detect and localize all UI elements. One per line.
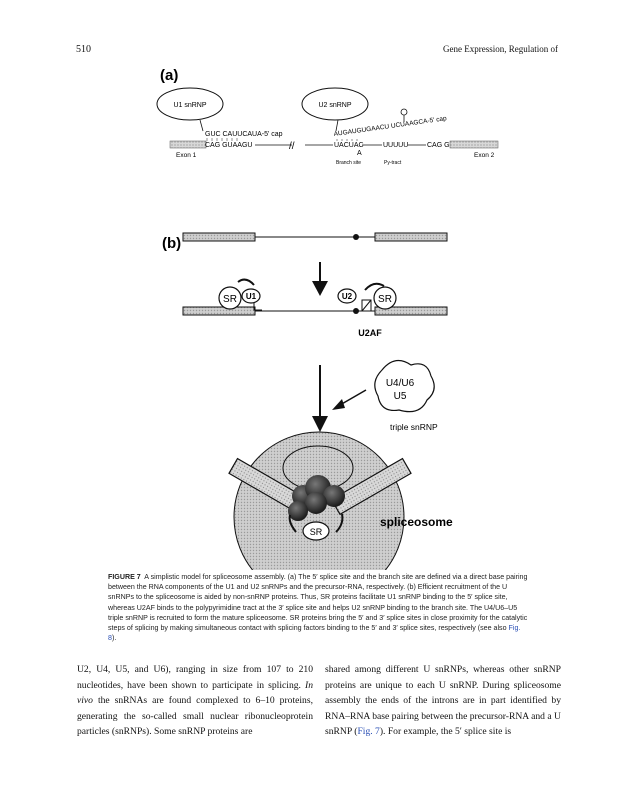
- u4u6-label: U4/U6: [386, 378, 415, 389]
- branch-site-label: Branch site: [336, 160, 361, 166]
- u5-label: U5: [394, 391, 407, 402]
- caption-end: ).: [111, 634, 117, 643]
- sr-right: SR: [378, 294, 392, 305]
- u1-label: U1: [246, 292, 257, 301]
- u1-sequence: GUC CAUUCAUA-5' cap: [205, 131, 283, 138]
- splice-3prime: CAG G: [427, 142, 450, 149]
- caption-fig-link[interactable]: Fig. 8: [108, 624, 521, 643]
- left-italic: In vivo: [77, 679, 313, 707]
- exon1-label: Exon 1: [176, 152, 197, 159]
- body-fig-link[interactable]: Fig. 7: [357, 726, 380, 738]
- page-number: 510: [76, 44, 91, 55]
- exon-right: [374, 232, 448, 242]
- py-tract-label: Py-tract: [384, 160, 402, 166]
- panel-a-label: (a): [160, 67, 178, 84]
- caption-text: A simplistic model for spliceosome assem…: [108, 573, 528, 633]
- exon2-label: Exon 2: [474, 152, 495, 159]
- left-text-2: the snRNAs are found complexed to 6–10 p…: [77, 695, 313, 738]
- figure-caption: FIGURE 7 A simplistic model for spliceos…: [108, 572, 528, 643]
- panel-b-label: (b): [162, 235, 181, 252]
- u2-snrnp-oval: [301, 87, 369, 121]
- triple-snrnp-label: triple snRNP: [390, 422, 438, 432]
- u2af-label: U2AF: [358, 328, 382, 338]
- body-right-column: shared among different U snRNPs, whereas…: [325, 662, 561, 740]
- u1-snrnp-oval: [156, 87, 224, 121]
- branch-sequence: UACUAC: [334, 142, 364, 149]
- u2-label: U2: [342, 292, 353, 301]
- svg-text://: //: [289, 141, 295, 152]
- spliceosome-label: spliceosome: [380, 515, 453, 529]
- figure-7: (a) U1 snRNP U2 snRNP GUC CAUUCAUA-5' ca…: [156, 67, 499, 570]
- branch-a: A: [357, 150, 362, 157]
- u2-snrnp-label: U2 snRNP: [318, 102, 351, 109]
- pyrimidine-tract: UUUUU: [383, 142, 408, 149]
- left-text-1: U2, U4, U5, and U6), ranging in size fro…: [77, 664, 313, 691]
- caption-label: FIGURE 7: [108, 573, 141, 581]
- body-left-column: U2, U4, U5, and U6), ranging in size fro…: [77, 662, 313, 740]
- running-title: Gene Expression, Regulation of: [443, 44, 558, 54]
- exon1-sequence: CAG GUAAGU: [205, 142, 252, 149]
- right-text-1: shared among different U snRNPs, whereas…: [325, 664, 561, 738]
- sr-center: SR: [310, 527, 323, 537]
- right-text-2: ). For example, the 5′ splice site is: [379, 726, 512, 738]
- exon-left: [182, 232, 256, 242]
- triple-snrnp-blob: [374, 359, 435, 413]
- sr-left: SR: [223, 294, 237, 305]
- u1-snrnp-label: U1 snRNP: [173, 102, 206, 109]
